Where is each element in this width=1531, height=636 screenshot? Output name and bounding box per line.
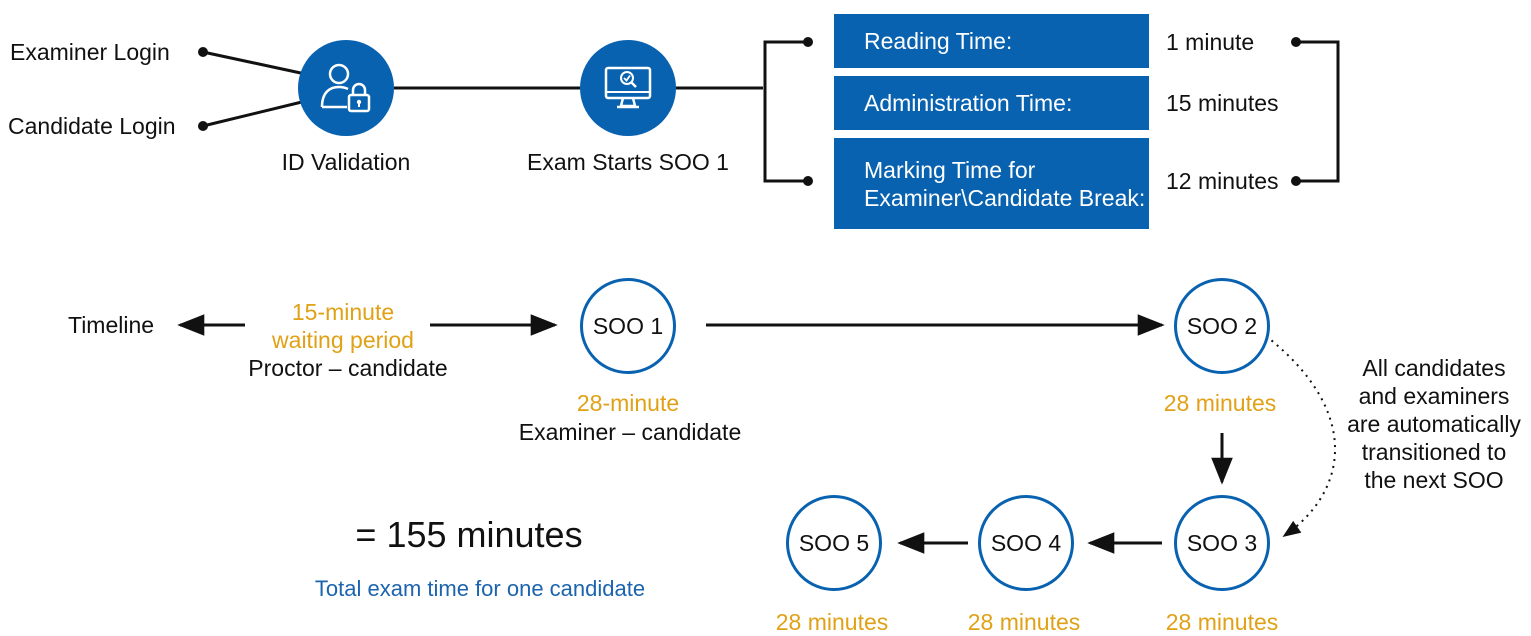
total-time-value: = 155 minutes (355, 514, 583, 555)
marking-time-label: Marking Time for Examiner\Candidate Brea… (864, 156, 1146, 211)
soo2-time: 28 minutes (1163, 390, 1277, 416)
timeline-label: Timeline (68, 312, 155, 338)
soo3-label: SOO 3 (1186, 529, 1258, 556)
transition-note-line2: and examiners (1358, 383, 1510, 409)
transition-note-line4: transitioned to (1361, 439, 1507, 465)
dotted-transition-arrow (1265, 335, 1336, 538)
marking-time-bar: Marking Time for Examiner\Candidate Brea… (834, 138, 1149, 229)
transition-note-line1: All candidates (1362, 355, 1506, 381)
user-lock-icon (320, 63, 371, 113)
exam-start-node (580, 40, 676, 136)
reading-time-bar: Reading Time: (834, 14, 1149, 68)
proctor-candidate-label: Proctor – candidate (248, 355, 448, 381)
reading-time-value: 1 minute (1166, 29, 1255, 55)
soo4-label: SOO 4 (990, 529, 1062, 556)
candidate-login-label: Candidate Login (8, 113, 176, 139)
soo4-time: 28 minutes (967, 609, 1081, 635)
id-validation-label: ID Validation (281, 149, 411, 175)
administration-time-label: Administration Time: (864, 90, 1073, 116)
transition-note: All candidates and examiners are automat… (1347, 354, 1521, 494)
reading-time-label: Reading Time: (864, 28, 1013, 54)
total-time-caption: Total exam time for one candidate (314, 576, 646, 601)
waiting-period-line2: waiting period (272, 327, 414, 353)
soo1-node: SOO 1 (580, 278, 676, 374)
id-validation-node (298, 40, 394, 136)
soo4-node: SOO 4 (978, 495, 1074, 591)
soo1-description: Examiner – candidate (518, 419, 742, 445)
soo3-node: SOO 3 (1174, 495, 1270, 591)
soo2-label: SOO 2 (1186, 312, 1258, 339)
login-connectors (198, 47, 311, 131)
administration-time-value: 15 minutes (1166, 90, 1279, 116)
soo2-node: SOO 2 (1174, 278, 1270, 374)
monitor-search-icon (604, 66, 652, 109)
soo1-time: 28-minute (576, 390, 680, 416)
soo5-node: SOO 5 (786, 495, 882, 591)
administration-time-bar: Administration Time: (834, 76, 1149, 130)
exam-starts-label: Exam Starts SOO 1 (527, 149, 729, 175)
soo5-label: SOO 5 (798, 529, 870, 556)
soo1-label: SOO 1 (592, 312, 664, 339)
marking-time-value: 12 minutes (1166, 168, 1279, 194)
transition-note-line5: the next SOO (1364, 467, 1504, 493)
breakdown-bracket-right (1291, 37, 1340, 186)
soo5-time: 28 minutes (775, 609, 889, 635)
breakdown-bracket-left (676, 37, 813, 186)
waiting-period-line1: 15-minute (291, 299, 395, 325)
transition-note-line3: are automatically (1347, 411, 1521, 437)
examiner-login-label: Examiner Login (10, 39, 170, 65)
soo3-time: 28 minutes (1165, 609, 1279, 635)
